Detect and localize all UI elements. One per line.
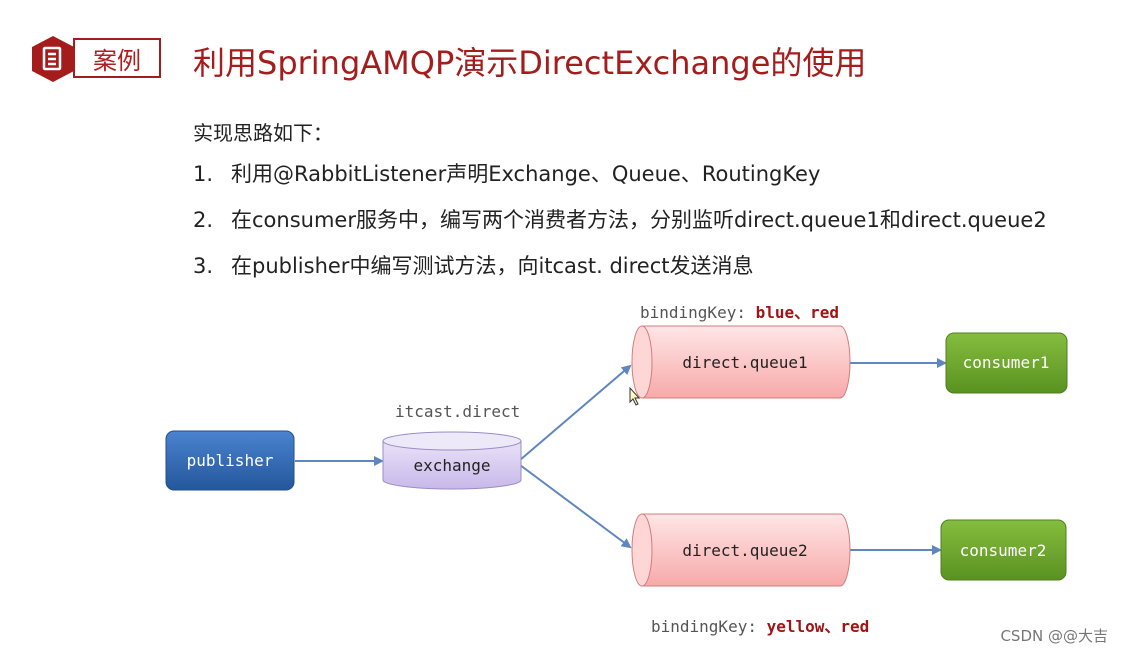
exchange-label: exchange (413, 456, 490, 475)
queue1-binding-label: bindingKey: blue、red (640, 299, 839, 323)
step-text: 在consumer服务中，编写两个消费者方法，分别监听direct.queue1… (231, 208, 1047, 232)
step-number: 1. (193, 162, 214, 186)
step-text: 利用@RabbitListener声明Exchange、Queue、Routin… (231, 162, 821, 186)
case-hexagon-icon (32, 36, 74, 82)
mouse-cursor-icon (629, 386, 641, 406)
case-tag: 案例 (73, 38, 161, 78)
exchange-node: exchange (382, 431, 522, 490)
queue1-node: direct.queue1 (631, 325, 851, 399)
consumer1-label: consumer1 (963, 353, 1050, 372)
case-tag-label: 案例 (93, 46, 141, 75)
binding-key-label: bindingKey: (651, 617, 757, 636)
step-text: 在publisher中编写测试方法，向itcast. direct发送消息 (231, 254, 754, 278)
queue2-label: direct.queue2 (682, 541, 807, 560)
exchange-name-label: itcast.direct (395, 402, 521, 421)
queue1-label: direct.queue1 (682, 353, 807, 372)
step-list: 1. 利用@RabbitListener声明Exchange、Queue、Rou… (193, 160, 1047, 298)
consumer2-node: consumer2 (940, 519, 1067, 581)
binding-key-label: bindingKey: (640, 303, 746, 322)
queue2-binding-keys: yellow、red (766, 617, 870, 636)
step-number: 2. (193, 208, 214, 232)
page-title: 利用SpringAMQP演示DirectExchange的使用 (193, 44, 867, 82)
queue1-binding-keys: blue、red (755, 303, 840, 322)
publisher-label: publisher (187, 451, 274, 470)
exchange-to-queue1-arrow (519, 364, 632, 461)
exchange-to-queue2-arrow (519, 464, 632, 549)
step-item: 2. 在consumer服务中，编写两个消费者方法，分别监听direct.que… (193, 206, 1047, 252)
step-item: 3. 在publisher中编写测试方法，向itcast. direct发送消息 (193, 252, 1047, 298)
queue2-node: direct.queue2 (631, 513, 851, 587)
watermark: CSDN @@大吉 (1000, 627, 1108, 645)
consumer1-node: consumer1 (945, 332, 1068, 394)
step-item: 1. 利用@RabbitListener声明Exchange、Queue、Rou… (193, 160, 1047, 206)
publisher-node: publisher (165, 430, 295, 491)
step-number: 3. (193, 254, 214, 278)
queue2-binding-label: bindingKey: yellow、red (651, 613, 869, 637)
intro-text: 实现思路如下： (193, 121, 333, 145)
consumer2-label: consumer2 (960, 541, 1047, 560)
